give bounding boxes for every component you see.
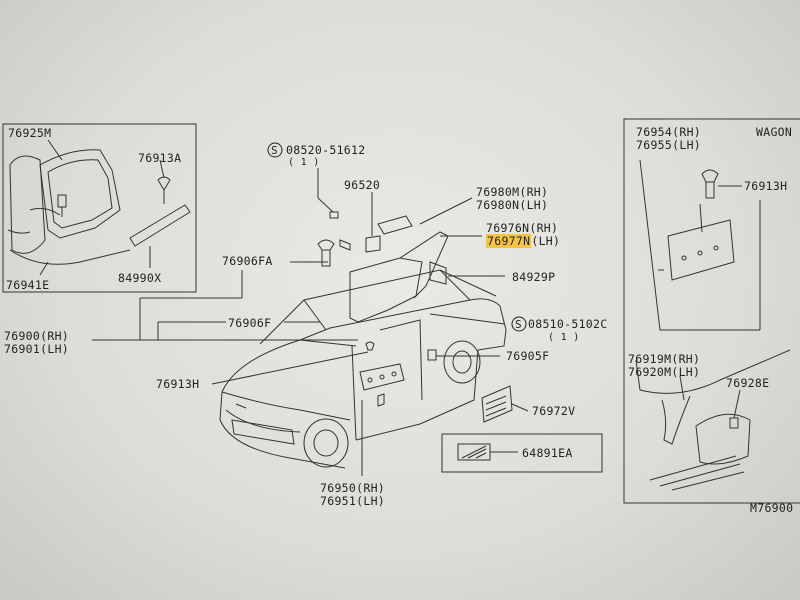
- label-08510-5102c: 08510-5102C: [528, 317, 608, 331]
- label-76905f: 76905F: [506, 349, 550, 363]
- label-76976n: 76976N(RH): [486, 221, 559, 235]
- bolt-right-circle: [511, 316, 527, 332]
- label-76977n-side: (LH): [531, 234, 561, 248]
- label-wagon: WAGON: [756, 125, 793, 139]
- label-76941e: 76941E: [6, 278, 50, 292]
- label-76977n-number: 76977N: [486, 234, 532, 248]
- label-76955: 76955(LH): [636, 138, 702, 152]
- label-76954: 76954(RH): [636, 125, 702, 139]
- label-76920m: 76920M(LH): [628, 365, 701, 379]
- label-76925m: 76925M: [8, 126, 52, 140]
- label-76901: 76901(LH): [4, 342, 70, 356]
- label-96520: 96520: [344, 178, 381, 192]
- label-76980n: 76980N(LH): [476, 198, 549, 212]
- bolt-top-circle-letter: S: [271, 144, 278, 157]
- label-76951: 76951(LH): [320, 494, 386, 508]
- label-08520-qty: ( 1 ): [288, 157, 320, 168]
- label-76928e: 76928E: [726, 376, 770, 390]
- label-76950: 76950(RH): [320, 481, 386, 495]
- bolt-right-circle-letter: S: [515, 318, 522, 331]
- label-08510-qty: ( 1 ): [548, 332, 580, 343]
- label-08520-51612: 08520-51612: [286, 143, 366, 157]
- label-76906f: 76906F: [228, 316, 272, 330]
- label-76972v: 76972V: [532, 404, 576, 418]
- label-84990x: 84990X: [118, 271, 162, 285]
- label-76919m: 76919M(RH): [628, 352, 701, 366]
- drawing-number: M76900: [750, 501, 794, 515]
- label-84929p: 84929P: [512, 270, 556, 284]
- left-inset-frame: [2, 123, 197, 293]
- bolt-top-circle: [267, 142, 283, 158]
- label-76913a: 76913A: [138, 151, 182, 165]
- right-inset-frame: [623, 118, 800, 504]
- label-64891ea: 64891EA: [522, 446, 573, 460]
- label-76980m: 76980M(RH): [476, 185, 549, 199]
- label-right-76913h: 76913H: [744, 179, 788, 193]
- label-76913h: 76913H: [156, 377, 200, 391]
- label-76977n: 76977N(LH): [486, 234, 561, 248]
- label-76900: 76900(RH): [4, 329, 70, 343]
- label-76906fa: 76906FA: [222, 254, 273, 268]
